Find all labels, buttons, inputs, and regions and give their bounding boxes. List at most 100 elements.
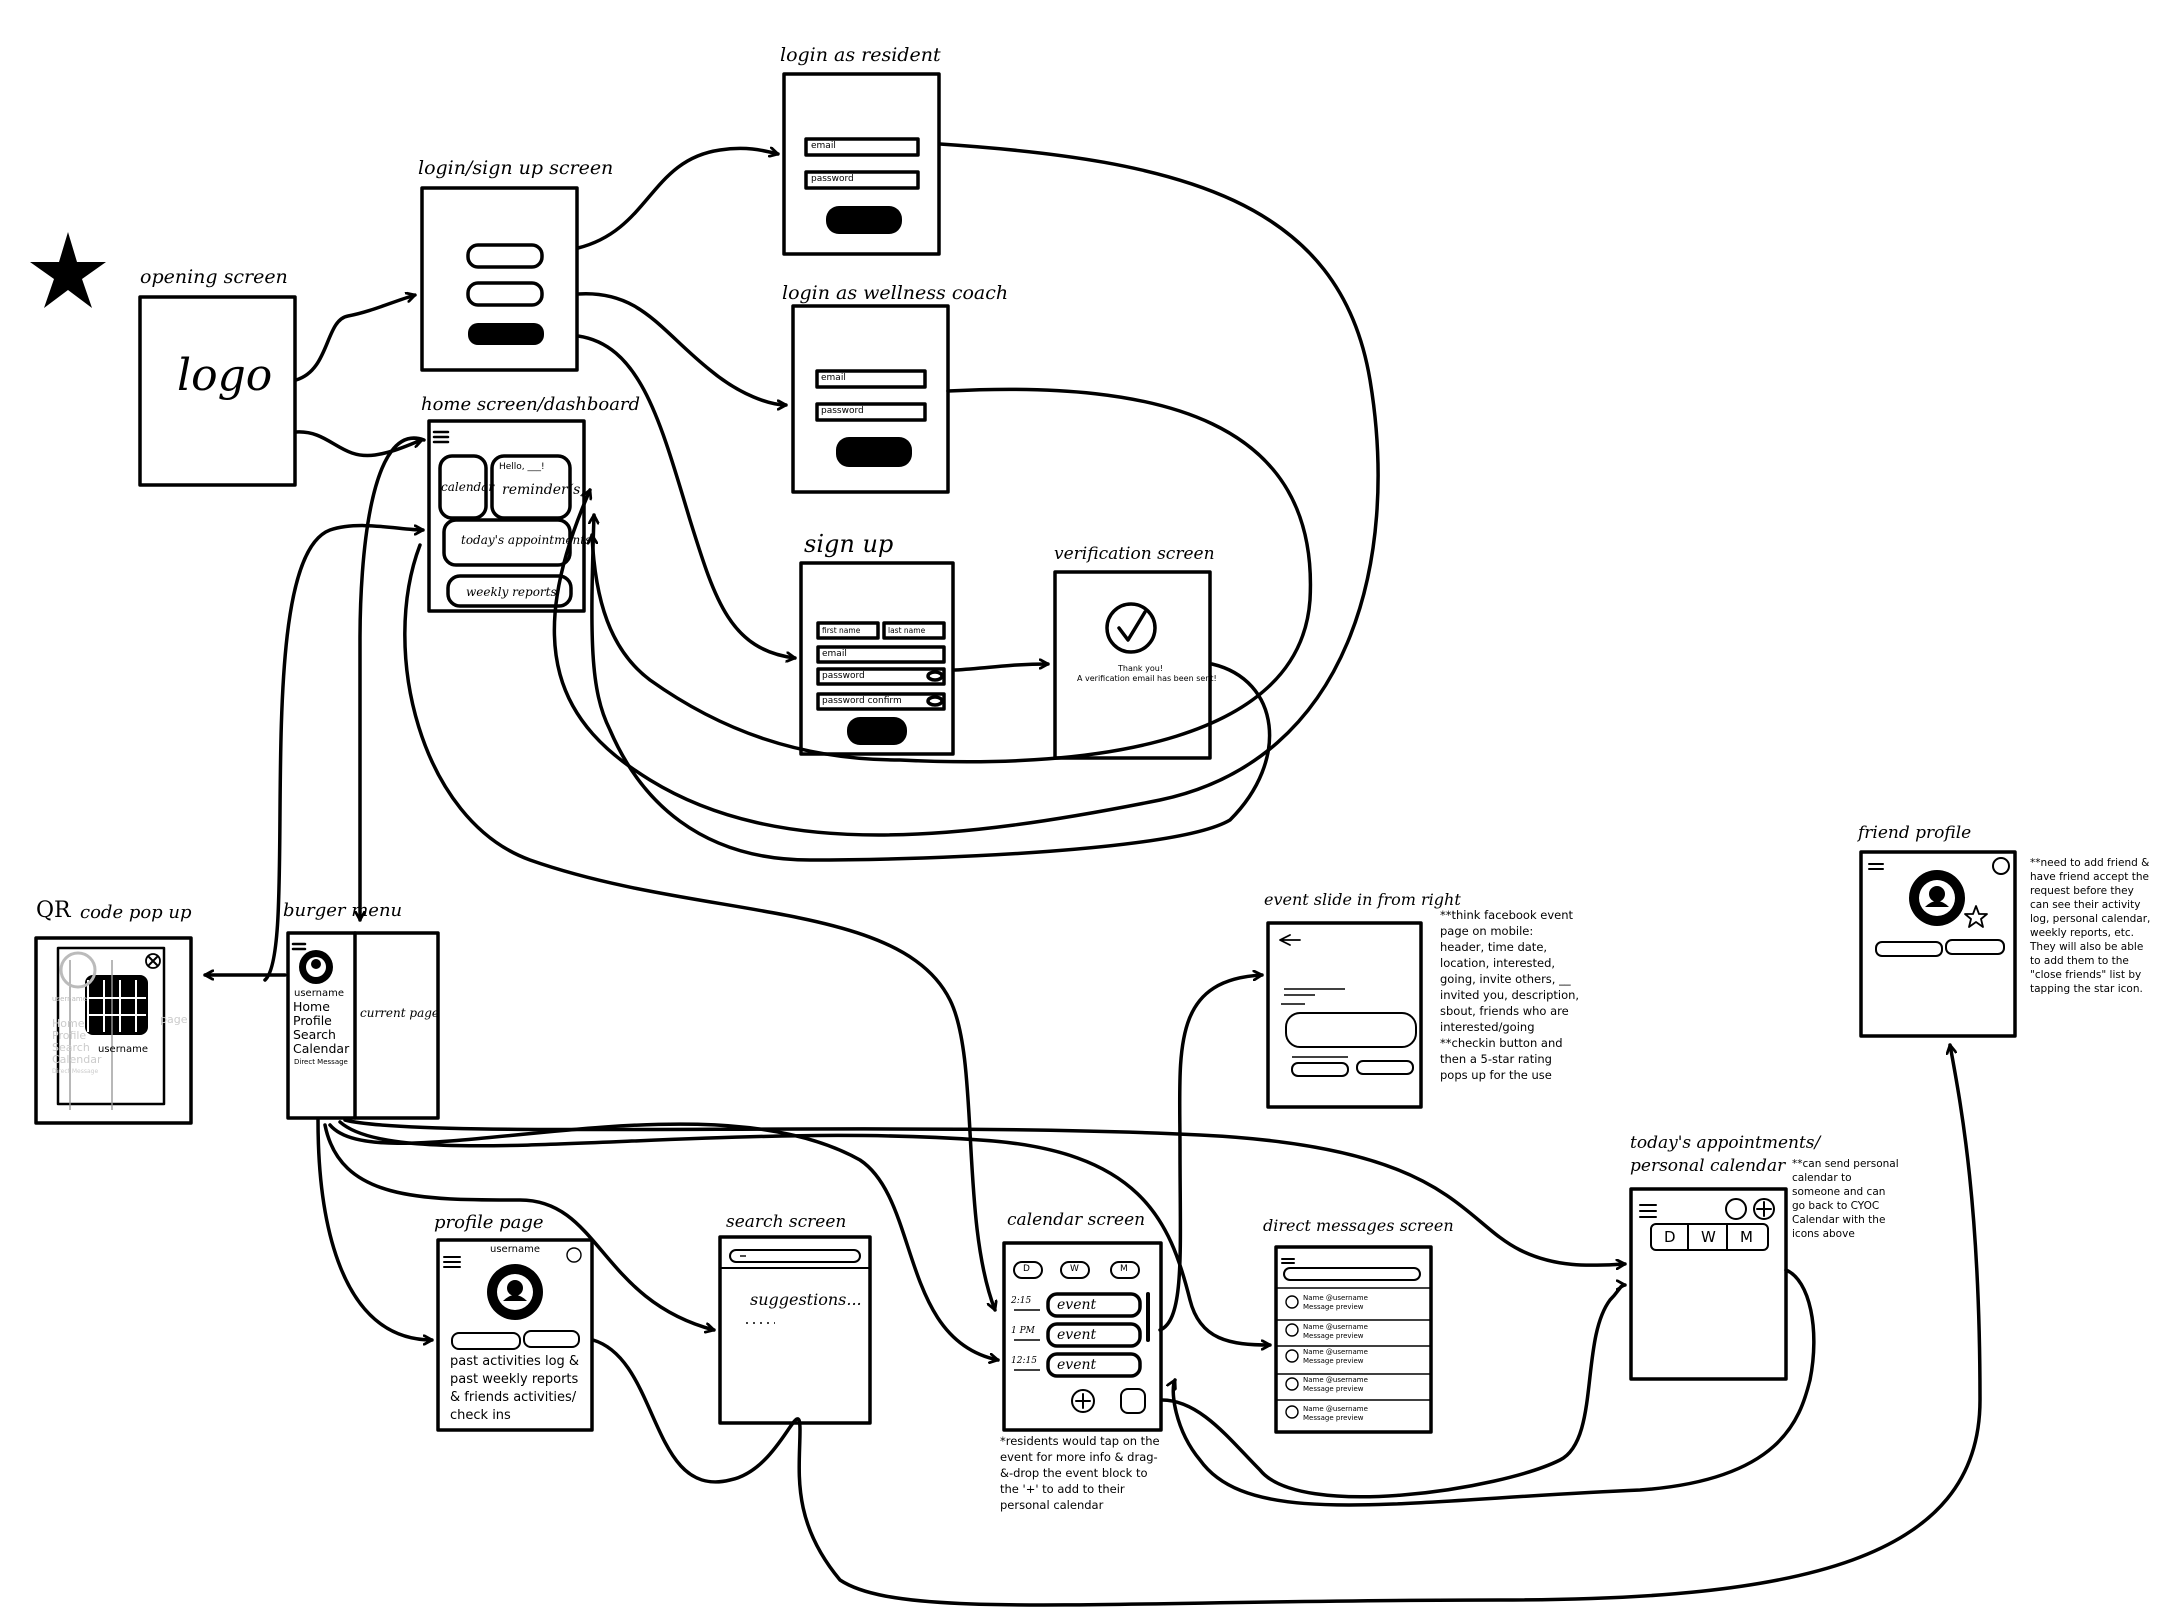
resident-email-field[interactable]	[804, 137, 920, 157]
event-button-left[interactable]	[1291, 1062, 1349, 1077]
burger-item-home[interactable]: Home	[293, 999, 330, 1014]
signup-password-confirm-field[interactable]	[816, 692, 946, 711]
close-icon-ring[interactable]	[145, 953, 161, 969]
add-icon[interactable]	[1071, 1389, 1095, 1413]
flow-arrow	[328, 1122, 1000, 1360]
hamburger-icon[interactable]	[443, 1256, 461, 1268]
burger-item-profile[interactable]: Profile	[293, 1013, 332, 1028]
burger-item-dm[interactable]: Direct Message	[294, 1058, 348, 1066]
qr-ghost-page: page	[160, 1013, 188, 1026]
eye-icon[interactable]	[926, 695, 944, 707]
appt-tab-w[interactable]: W	[1701, 1228, 1716, 1246]
appointments-title-1: today's appointments/	[1630, 1133, 1821, 1153]
event-block[interactable]	[1046, 1352, 1142, 1378]
hamburger-icon[interactable]	[1868, 863, 1884, 870]
add-icon[interactable]	[1753, 1198, 1775, 1220]
signup-submit-button[interactable]	[847, 717, 907, 745]
checkmark-icon	[1117, 610, 1147, 642]
coach-email-field[interactable]	[815, 369, 927, 389]
resident-login-button[interactable]	[826, 206, 902, 234]
flow-arrow	[552, 142, 1380, 837]
last-name-field[interactable]	[882, 621, 946, 640]
back-arrow-icon[interactable]	[1279, 934, 1301, 946]
dm-search-bar[interactable]	[1283, 1267, 1421, 1281]
appt-tab-m[interactable]: M	[1740, 1228, 1753, 1246]
burger-item-search[interactable]: Search	[293, 1027, 336, 1042]
coach-password-label: password	[821, 406, 864, 416]
home-hello-label: Hello, ___!	[499, 462, 545, 472]
flow-arrow	[591, 1043, 1982, 1607]
hamburger-icon[interactable]	[291, 942, 307, 951]
login-button-shape[interactable]	[466, 243, 544, 269]
signup-password-field[interactable]	[816, 667, 946, 686]
qr-username: username	[98, 1044, 148, 1055]
opening-screen-title: opening screen	[140, 266, 288, 288]
burger-menu-list[interactable]: Home Profile Search Calendar	[293, 1000, 349, 1056]
login-coach-title: login as wellness coach	[782, 282, 1009, 304]
login-signup-frame	[420, 186, 579, 372]
cal-time: 12:15	[1011, 1356, 1037, 1366]
flow-arrow	[316, 1118, 434, 1340]
flow-arrow	[953, 664, 1050, 672]
first-name-field[interactable]	[816, 621, 880, 640]
profile-button-left[interactable]	[451, 1332, 521, 1350]
search-frame	[718, 1235, 872, 1425]
signup-button-shape[interactable]	[466, 281, 544, 307]
profile-dropdown[interactable]	[523, 1330, 580, 1348]
coach-login-button[interactable]	[836, 437, 912, 467]
home-calendar-label: calendar	[441, 480, 495, 494]
flow-arrow	[403, 543, 995, 1312]
qr-code	[85, 975, 148, 1035]
hamburger-icon[interactable]	[1639, 1204, 1657, 1218]
settings-icon[interactable]	[1992, 857, 2010, 875]
add-icon-plus[interactable]	[1756, 1201, 1772, 1217]
event-button-right[interactable]	[1356, 1060, 1414, 1075]
close-icon[interactable]	[148, 956, 158, 966]
friend-dropdown[interactable]	[1945, 939, 2005, 955]
cal-time: 2:15	[1011, 1296, 1032, 1306]
burger-item-calendar[interactable]: Calendar	[293, 1041, 350, 1056]
avatar	[299, 950, 333, 984]
resident-password-field[interactable]	[804, 170, 920, 190]
cal-tab-d[interactable]: D	[1023, 1264, 1030, 1274]
profile-frame	[436, 1238, 594, 1432]
eye-icon[interactable]	[926, 670, 944, 682]
cal-tab-m[interactable]: M	[1120, 1264, 1128, 1274]
calendar-icon[interactable]	[1120, 1388, 1146, 1414]
burger-menu-title: burger menu	[283, 900, 403, 921]
signup-primary-button[interactable]	[468, 323, 544, 345]
calendar-tile[interactable]	[438, 454, 488, 520]
hamburger-icon[interactable]	[432, 430, 450, 444]
event-block[interactable]	[1046, 1322, 1142, 1348]
event-block[interactable]	[1046, 1292, 1142, 1318]
add-icon-plus[interactable]	[1075, 1393, 1091, 1409]
dwm-selector[interactable]	[1650, 1223, 1769, 1251]
share-icon[interactable]	[1725, 1198, 1747, 1220]
weekly-reports-tile[interactable]	[446, 574, 573, 608]
verification-frame	[1053, 570, 1212, 760]
flow-arrow	[1160, 1285, 1627, 1499]
cal-time: 1 PM	[1011, 1326, 1035, 1336]
star-outline-icon[interactable]	[1964, 905, 1988, 928]
opening-screen-frame	[138, 295, 297, 487]
verification-line2: A verification email has been sent!	[1077, 674, 1217, 683]
event-description-box	[1285, 1012, 1417, 1048]
appt-tab-d[interactable]: D	[1664, 1228, 1676, 1246]
friend-button-left[interactable]	[1875, 941, 1943, 957]
signup-email-field[interactable]	[816, 645, 946, 664]
search-bar[interactable]	[729, 1249, 861, 1263]
reminder-tile[interactable]	[490, 454, 572, 520]
flow-arrow	[294, 295, 417, 382]
hamburger-icon[interactable]	[1281, 1258, 1295, 1264]
flow-arrow	[263, 523, 425, 982]
cal-tab-w[interactable]: W	[1070, 1264, 1079, 1274]
login-coach-frame	[791, 304, 950, 494]
coach-password-field[interactable]	[815, 402, 927, 422]
